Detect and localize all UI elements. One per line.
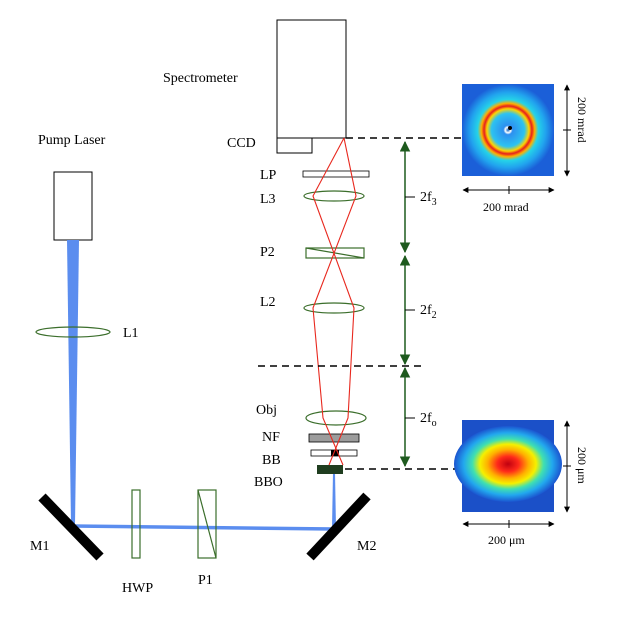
- obj-label: Obj: [256, 403, 277, 418]
- pump-beam-vertical: [67, 240, 79, 525]
- distance-label-f3: 2f3: [420, 190, 437, 208]
- objective-lens: [305, 410, 367, 426]
- ccd-box: [276, 137, 313, 154]
- l2-label: L2: [260, 295, 276, 310]
- mirror-m2: [306, 492, 371, 561]
- beam-block-center: [331, 450, 339, 456]
- pump-beam-up: [332, 472, 336, 528]
- m2-label: M2: [357, 539, 376, 554]
- near-field-inset: [454, 420, 562, 512]
- near-field-horizontal-label: 200 μm: [488, 533, 525, 547]
- pump-laser-label: Pump Laser: [38, 133, 106, 148]
- spectrometer-box: [276, 19, 347, 139]
- half-wave-plate: [131, 489, 141, 559]
- bbo-label: BBO: [254, 475, 283, 490]
- bbo-crystal: [317, 465, 343, 474]
- mirror-m1: [38, 493, 104, 561]
- lens-l3: [303, 190, 365, 202]
- lp-label: LP: [260, 168, 277, 183]
- p2-label: P2: [260, 245, 275, 260]
- polarizer-p1-diagonal: [197, 489, 217, 559]
- lens-l2: [303, 302, 365, 314]
- pump-beam-horizontal: [71, 524, 335, 531]
- hwp-label: HWP: [122, 581, 153, 596]
- ccd-label: CCD: [227, 136, 256, 151]
- distance-label-fo: 2fo: [420, 411, 437, 429]
- l3-label: L3: [260, 192, 276, 207]
- polarizer-p2-diagonal: [305, 247, 365, 259]
- bb-label: BB: [262, 453, 281, 468]
- polarizer-p2: [305, 247, 365, 259]
- l1-label: L1: [123, 326, 139, 341]
- nf-label: NF: [262, 430, 280, 445]
- p1-label: P1: [198, 573, 213, 588]
- far-field-vertical-label: 200 mrad: [575, 97, 589, 143]
- notch-filter: [308, 433, 360, 443]
- far-field-inset: [462, 84, 554, 176]
- m1-label: M1: [30, 539, 49, 554]
- signal-ray-left: [312, 137, 355, 466]
- long-pass-filter: [302, 170, 370, 178]
- signal-ray-right: [312, 137, 357, 466]
- lens-l1: [35, 326, 111, 338]
- near-field-vertical-label: 200 μm: [575, 447, 589, 484]
- pump-laser-box: [53, 171, 93, 241]
- spectrometer-label: Spectrometer: [163, 71, 238, 86]
- polarizer-p1: [197, 489, 217, 559]
- far-field-horizontal-label: 200 mrad: [483, 200, 529, 214]
- distance-label-f2: 2f2: [420, 303, 437, 321]
